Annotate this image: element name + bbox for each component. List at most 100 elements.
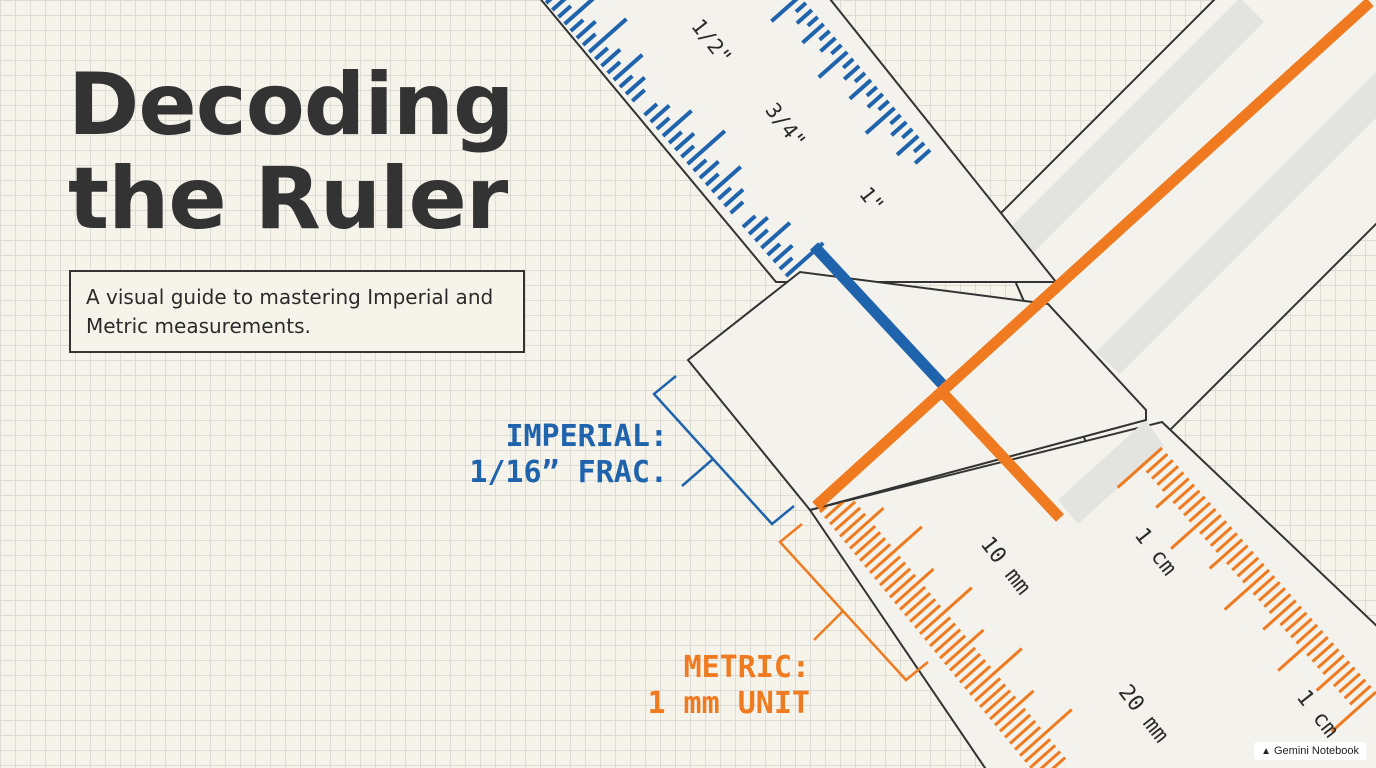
metric-callout-line-2: 1 mm UNIT [647, 686, 810, 721]
metric-tick [1170, 507, 1217, 550]
metric-tick [989, 695, 1017, 721]
imperial-tick [841, 57, 855, 70]
imperial-tick [865, 85, 879, 98]
metric-tick [1161, 471, 1185, 492]
metric-tick [999, 707, 1027, 733]
metric-tick [1004, 713, 1032, 739]
metric-tick [1257, 581, 1281, 602]
watermark: ▲Gemini Notebook [1254, 742, 1366, 760]
imperial-tick [747, 216, 770, 236]
imperial-tick [890, 120, 908, 137]
imperial-tick [866, 92, 885, 109]
metric-tick [984, 689, 1012, 715]
title-line-1: Decoding [68, 55, 515, 155]
imperial-tick [848, 78, 873, 101]
metric-tick [959, 658, 987, 684]
orange-measure-tick [937, 388, 1065, 522]
imperial-highlight-tick [809, 242, 947, 388]
metric-tick [1348, 684, 1372, 706]
imperial-tick [630, 88, 646, 103]
metric-tick [839, 512, 867, 538]
imperial-tick [624, 76, 647, 96]
metric-tick [1199, 513, 1222, 535]
imperial-tick [766, 242, 782, 257]
metric-tick [1215, 532, 1238, 553]
metric-tick [969, 647, 1023, 696]
metric-tick [904, 591, 932, 617]
metric-tick [874, 555, 902, 581]
metric-tick [1315, 660, 1351, 692]
imperial-tick [692, 158, 708, 173]
metric-tick [954, 652, 982, 678]
metric-ruler: 10 mm 20 mm 1 cm 1 cm [808, 420, 1376, 768]
imperial-tick [794, 1, 808, 14]
metric-tick [1009, 719, 1037, 745]
metric-callout-line-1: METRIC: [683, 650, 810, 685]
imperial-tick [575, 20, 597, 40]
imperial-tick [729, 200, 745, 215]
metric-tick [1188, 501, 1212, 523]
imperial-tick [649, 104, 671, 124]
metric-tick [1338, 672, 1361, 694]
imperial-tick [895, 134, 920, 157]
imperial-callout: IMPERIAL: 1/16” FRAC. [469, 419, 668, 491]
metric-tick [929, 622, 957, 648]
metric-tick [1150, 459, 1174, 480]
imperial-tick [600, 48, 622, 68]
imperial-tick [901, 127, 914, 140]
metric-tick [1051, 756, 1067, 768]
imperial-tick [680, 144, 696, 159]
imperial-tick [830, 43, 843, 56]
imperial-ruler: 1/2" 3/4" 1" [540, 0, 1059, 283]
metric-tick [854, 531, 882, 556]
metric-tick [879, 561, 907, 587]
imperial-tick [667, 130, 683, 145]
imperial-tick [704, 172, 720, 187]
imperial-tick [770, 0, 799, 23]
imperial-tick [806, 15, 820, 28]
metric-tick [1172, 483, 1196, 505]
metric-tick [889, 573, 917, 599]
imperial-tick [912, 141, 926, 154]
metric-tick-marks [819, 446, 1376, 768]
metric-tick [939, 634, 967, 660]
metric-tick [1231, 550, 1254, 572]
metric-tick [914, 604, 942, 629]
metric-tick [1262, 599, 1297, 631]
metric-tick [1225, 544, 1249, 566]
imperial-callout-line-1: IMPERIAL: [505, 419, 668, 454]
imperial-bracket [652, 375, 795, 526]
metric-tick [899, 585, 927, 611]
imperial-tick [557, 4, 573, 19]
metric-tick [1316, 648, 1340, 669]
imperial-tick [569, 18, 585, 33]
metric-tick [1209, 526, 1233, 547]
metric-tick [1029, 744, 1057, 768]
imperial-tick [877, 99, 890, 112]
metric-tick [1277, 629, 1324, 672]
metric-tick [1039, 750, 1062, 768]
imperial-tick [594, 46, 610, 61]
metric-tick [1019, 708, 1073, 757]
metric-tick [994, 689, 1035, 727]
imperial-tick [801, 22, 825, 45]
imperial-tick-marks [544, 0, 932, 278]
metric-tick [1155, 477, 1190, 509]
subtitle-box: A visual guide to mastering Imperial and… [69, 270, 525, 353]
metric-tick [859, 537, 887, 562]
imperial-tick [818, 29, 831, 42]
imperial-tick [550, 0, 567, 12]
metric-tick [834, 506, 862, 532]
metric-tick [979, 683, 1007, 709]
metric-tick [1295, 623, 1319, 645]
metric-tick [1177, 489, 1201, 511]
metric-tick [849, 524, 877, 550]
metric-tick [1156, 465, 1180, 486]
imperial-tick [710, 165, 743, 194]
imperial-tick [819, 36, 837, 53]
imperial-tick [817, 50, 849, 79]
metric-tick [884, 567, 912, 593]
ruler-clamp-block [686, 270, 1147, 512]
metric-tick [894, 567, 935, 605]
